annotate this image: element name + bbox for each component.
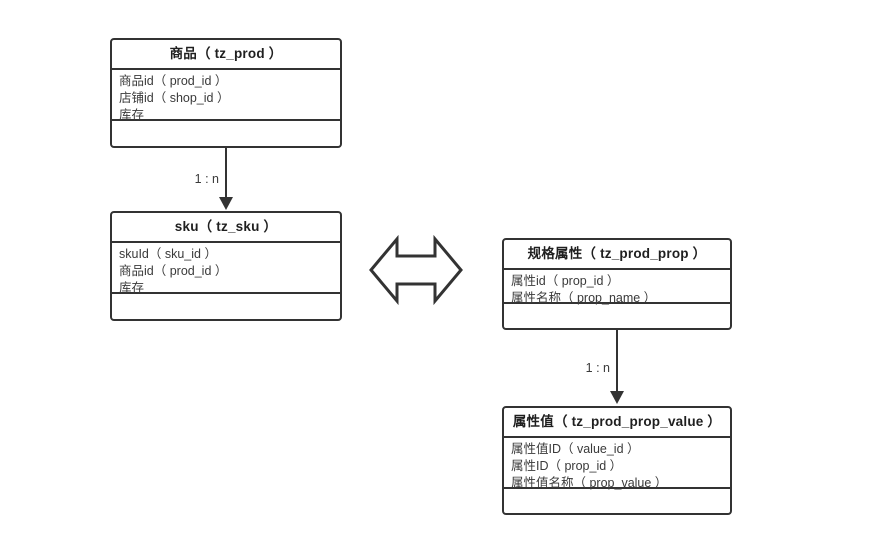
connector-prod-to-sku-arrowhead bbox=[219, 197, 233, 210]
entity-tz-prod-fields: 商品id（ prod_id ） 店铺id（ shop_id ） 库存 bbox=[112, 70, 340, 122]
entity-tz-sku-header: sku（ tz_sku ） bbox=[112, 213, 340, 243]
connector-prod-to-sku-line bbox=[225, 148, 227, 198]
entity-tz-prod-prop-value-fields: 属性值ID（ value_id ） 属性ID（ prop_id ） 属性值名称（… bbox=[504, 438, 730, 490]
entity-tz-prod-prop[interactable]: 规格属性（ tz_prod_prop ） 属性id（ prop_id ） 属性名… bbox=[502, 238, 732, 330]
field-row: 属性ID（ prop_id ） bbox=[511, 459, 623, 473]
field-row: 属性id（ prop_id ） bbox=[511, 274, 620, 288]
field-row: 商品id（ prod_id ） bbox=[119, 74, 228, 88]
field-row: 属性值ID（ value_id ） bbox=[511, 442, 640, 456]
entity-tz-prod-prop-fields: 属性id（ prop_id ） 属性名称（ prop_name ） bbox=[504, 270, 730, 305]
entity-tz-sku[interactable]: sku（ tz_sku ） skuId（ sku_id ） 商品id（ prod… bbox=[110, 211, 342, 321]
entity-tz-prod-prop-value[interactable]: 属性值（ tz_prod_prop_value ） 属性值ID（ value_i… bbox=[502, 406, 732, 515]
double-headed-arrow-icon bbox=[368, 234, 464, 306]
entity-tz-prod-prop-header: 规格属性（ tz_prod_prop ） bbox=[504, 240, 730, 270]
field-row: 商品id（ prod_id ） bbox=[119, 264, 228, 278]
field-row: 库存 bbox=[119, 108, 145, 122]
field-row: 库存 bbox=[119, 281, 145, 295]
field-row: 属性名称（ prop_name ） bbox=[511, 291, 657, 305]
entity-tz-prod-header: 商品（ tz_prod ） bbox=[112, 40, 340, 70]
connector-prop-to-value-arrowhead bbox=[610, 391, 624, 404]
field-row: skuId（ sku_id ） bbox=[119, 247, 217, 261]
entity-tz-sku-fields: skuId（ sku_id ） 商品id（ prod_id ） 库存 bbox=[112, 243, 340, 295]
field-row: 店铺id（ shop_id ） bbox=[119, 91, 230, 105]
entity-tz-prod-prop-value-header: 属性值（ tz_prod_prop_value ） bbox=[504, 408, 730, 438]
connector-prod-to-sku-label: 1 : n bbox=[194, 172, 219, 186]
connector-prop-to-value-label: 1 : n bbox=[585, 361, 610, 375]
entity-tz-prod[interactable]: 商品（ tz_prod ） 商品id（ prod_id ） 店铺id（ shop… bbox=[110, 38, 342, 148]
field-row: 属性值名称（ prop_value ） bbox=[511, 476, 668, 490]
connector-prop-to-value-line bbox=[616, 330, 618, 392]
